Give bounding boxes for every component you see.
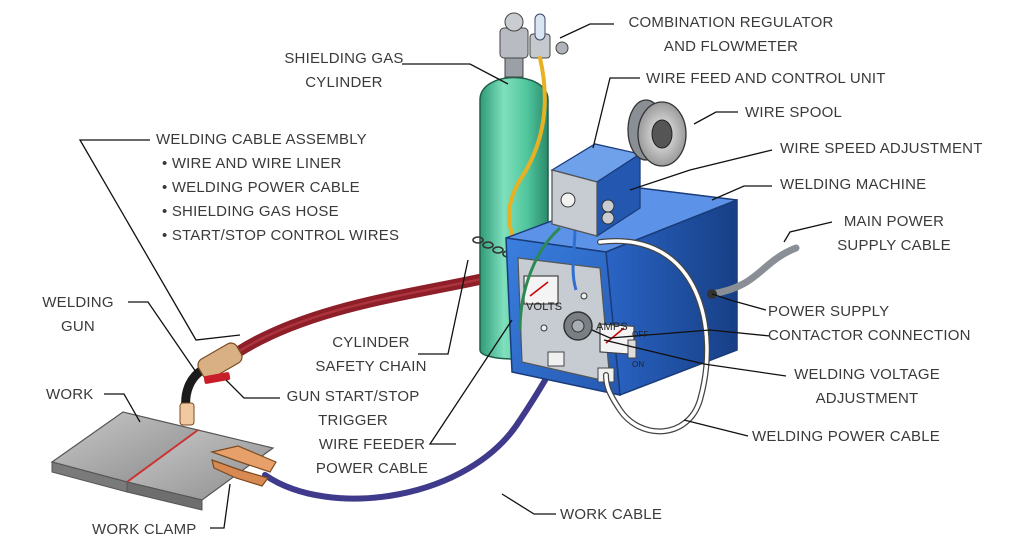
list-item: WELDING POWER CABLE	[162, 179, 399, 197]
label-wire-spool: WIRE SPOOL	[745, 104, 843, 121]
panel-volts-label: VOLTS	[526, 301, 563, 313]
label-power-supply-contactor: POWER SUPPLY CONTACTOR CONNECTION	[768, 303, 971, 344]
leader-lines	[78, 23, 833, 529]
main-power-cable-line	[708, 244, 800, 298]
label-wire-speed-adjustment: WIRE SPEED ADJUSTMENT	[780, 140, 983, 157]
wire-spool-shape	[627, 99, 687, 167]
wire-feed-unit-shape	[550, 143, 642, 238]
label-wire-feed-unit: WIRE FEED AND CONTROL UNIT	[646, 70, 886, 87]
label-main-power-supply-cable: MAIN POWER SUPPLY CABLE	[837, 213, 951, 254]
label-gun-trigger: GUN START/STOP TRIGGER	[286, 388, 420, 429]
gas-hose-line	[507, 56, 547, 254]
label-welding-power-cable: WELDING POWER CABLE	[752, 428, 940, 445]
label-wire-feeder-power-cable: WIRE FEEDER POWER CABLE	[315, 436, 429, 477]
label-shielding-gas-cylinder: SHIELDING GAS CYLINDER	[284, 50, 404, 91]
welding-gun-shape	[179, 342, 243, 426]
work-clamp-shape	[209, 445, 277, 487]
panel-amps-label: AMPS	[596, 321, 628, 333]
label-work-cable: WORK CABLE	[560, 506, 663, 523]
label-welding-cable-assembly: WELDING CABLE ASSEMBLY	[156, 131, 367, 148]
label-work: WORK	[46, 386, 94, 403]
label-welding-gun: WELDING GUN	[42, 294, 114, 335]
label-work-clamp: WORK CLAMP	[92, 521, 197, 538]
welding-cable-assembly-list: WIRE AND WIRE LINER WELDING POWER CABLE …	[162, 155, 399, 245]
label-welding-voltage-adjustment: WELDING VOLTAGE ADJUSTMENT	[794, 366, 940, 407]
panel-on-label: ON	[632, 360, 645, 369]
panel-off-label: OFF	[632, 330, 649, 339]
label-welding-machine: WELDING MACHINE	[780, 176, 927, 193]
list-item: WIRE AND WIRE LINER	[162, 155, 399, 173]
list-item: START/STOP CONTROL WIRES	[162, 227, 399, 245]
label-cylinder-safety-chain: CYLINDER SAFETY CHAIN	[315, 334, 427, 375]
work-cable-line	[262, 365, 555, 502]
label-regulator: COMBINATION REGULATOR AND FLOWMETER	[628, 14, 834, 55]
list-item: SHIELDING GAS HOSE	[162, 203, 399, 221]
